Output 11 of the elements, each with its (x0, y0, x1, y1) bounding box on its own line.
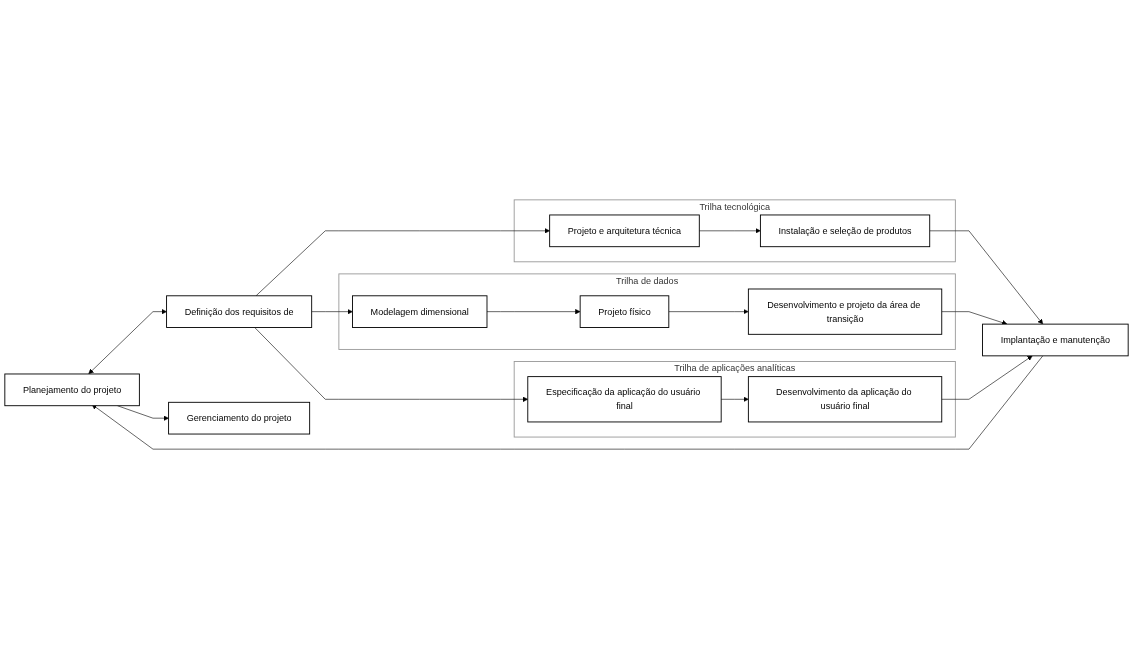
node-box: Projeto e arquitetura técnica (549, 214, 700, 248)
node-box: Definição dos requisitos de (166, 295, 313, 328)
node-box: Desenvolvimento da aplicação do usuário final (747, 376, 943, 423)
node-box: Planejamento do projeto (4, 373, 140, 407)
node-box: Especificação da aplicação do usuário final (527, 376, 722, 423)
node-box: Projeto físico (579, 295, 670, 328)
node-box: Instalação e seleção de produtos (759, 214, 931, 248)
node-box: Desenvolvimento e projeto da área de transição (747, 288, 943, 335)
node-box: Implantação e manutenção (982, 323, 1129, 357)
node-box: Modelagem dimensional (352, 295, 488, 328)
node-box: Gerenciamento do projeto (168, 401, 311, 435)
